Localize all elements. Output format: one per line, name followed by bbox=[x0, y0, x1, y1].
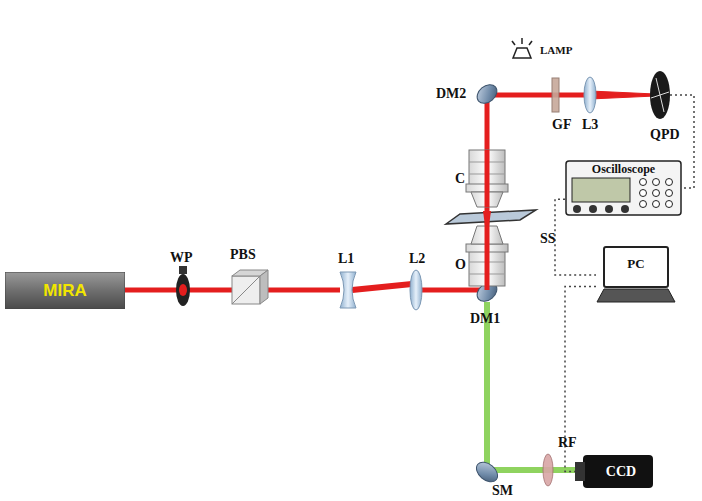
part-label: DM2 bbox=[436, 87, 466, 101]
part-label: C bbox=[455, 172, 465, 186]
lamp-symbol bbox=[512, 38, 532, 58]
objective bbox=[466, 222, 508, 482]
part-label: DM1 bbox=[470, 312, 500, 326]
computer-outline bbox=[596, 246, 676, 304]
laser-source-box: MIRA bbox=[5, 272, 125, 309]
part-label: GF bbox=[552, 118, 571, 132]
quadrant-photodiode bbox=[650, 71, 670, 119]
node-label: CCD bbox=[606, 464, 636, 480]
part-label: O bbox=[455, 258, 466, 272]
convex-lens bbox=[410, 270, 422, 310]
filter bbox=[552, 78, 559, 112]
wave-plate bbox=[176, 266, 190, 306]
part-label: LAMP bbox=[540, 45, 572, 56]
convex-lens bbox=[584, 77, 596, 113]
node-label: PC bbox=[627, 256, 644, 272]
camera: CCD bbox=[575, 455, 653, 488]
part-label: SS bbox=[540, 232, 556, 246]
signal-wire bbox=[555, 199, 596, 275]
steering-mirror bbox=[473, 458, 502, 486]
part-label: SM bbox=[492, 484, 513, 498]
part-label: PBS bbox=[230, 248, 256, 262]
oscilloscope: Oscilloscope bbox=[565, 160, 682, 216]
polarizing-beam-splitter bbox=[232, 270, 268, 304]
concave-lens bbox=[340, 272, 356, 308]
laser-beam bbox=[125, 91, 655, 290]
part-label: QPD bbox=[650, 128, 680, 142]
condenser bbox=[466, 150, 508, 207]
part-label: WP bbox=[170, 251, 193, 265]
computer: PC bbox=[596, 246, 676, 304]
part-label: L3 bbox=[582, 118, 598, 132]
dichroic-mirror bbox=[473, 81, 500, 107]
part-label: L2 bbox=[409, 252, 425, 266]
part-label: L1 bbox=[338, 252, 354, 266]
node-label: MIRA bbox=[43, 281, 86, 301]
part-label: RF bbox=[558, 436, 577, 450]
node-label: Oscilloscope bbox=[592, 162, 655, 177]
filter bbox=[543, 454, 553, 486]
sample-slide bbox=[446, 210, 536, 224]
